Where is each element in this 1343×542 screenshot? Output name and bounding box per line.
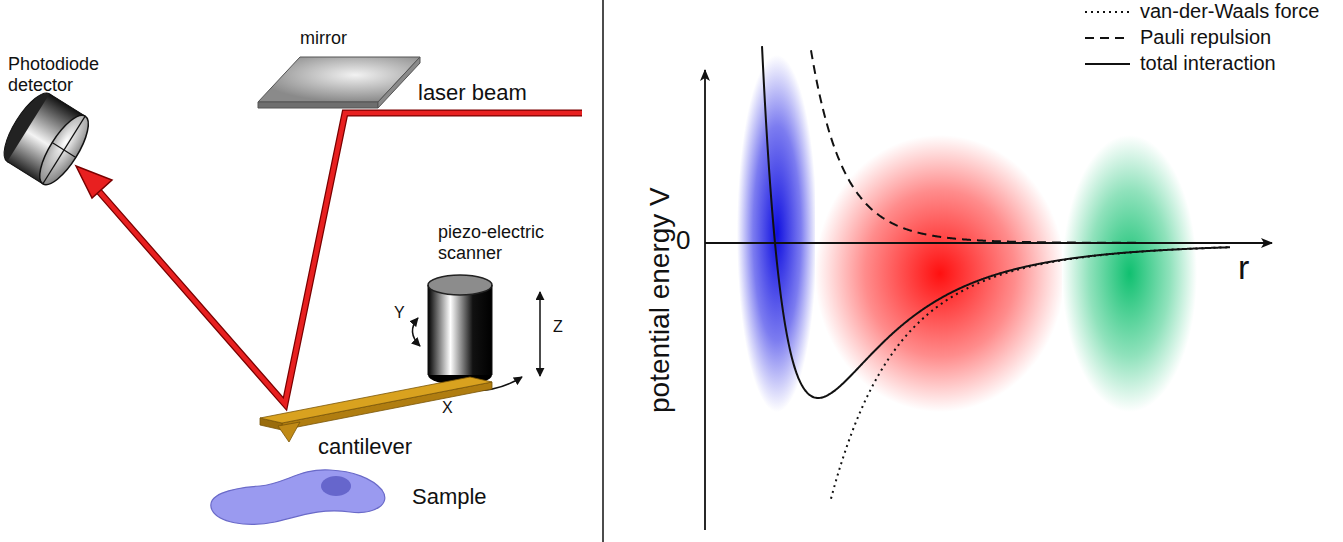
tick-label: 0 <box>676 226 690 256</box>
divider <box>602 0 604 542</box>
axis-title: r <box>1238 248 1249 287</box>
part-label: piezo-electric scanner <box>438 222 568 263</box>
axis-title: potential energy V <box>644 187 676 413</box>
legend-sample <box>1085 63 1130 65</box>
axis-name: Z <box>553 318 563 336</box>
y-arrow <box>412 318 420 346</box>
part-label: laser beam <box>418 80 527 105</box>
y-axis <box>704 70 706 530</box>
legend-text: Pauli repulsion <box>1140 26 1271 49</box>
potential-curve <box>811 50 1230 243</box>
far-region <box>1062 135 1197 412</box>
repulsive-region <box>737 55 817 412</box>
piezo-scanner <box>428 275 492 385</box>
cantilever <box>260 377 492 442</box>
potential-curve <box>831 247 1230 498</box>
part-label: mirror <box>300 28 347 49</box>
legend-text: total interaction <box>1140 52 1276 75</box>
axis-name: Y <box>394 304 405 322</box>
sample-cell <box>211 470 385 525</box>
attractive-region <box>815 135 1065 412</box>
part-label: cantilever <box>318 434 412 459</box>
mirror <box>258 57 420 108</box>
potential-curve <box>762 46 1230 398</box>
legend-sample <box>1085 37 1130 39</box>
z-arrow <box>539 292 541 376</box>
part-label: Photodiode detector <box>8 54 118 95</box>
legend-sample <box>1085 11 1130 13</box>
axis-name: X <box>442 399 453 417</box>
part-label: Sample <box>412 484 487 509</box>
legend-text: van-der-Waals force <box>1140 0 1319 23</box>
laser-beam <box>76 113 582 404</box>
